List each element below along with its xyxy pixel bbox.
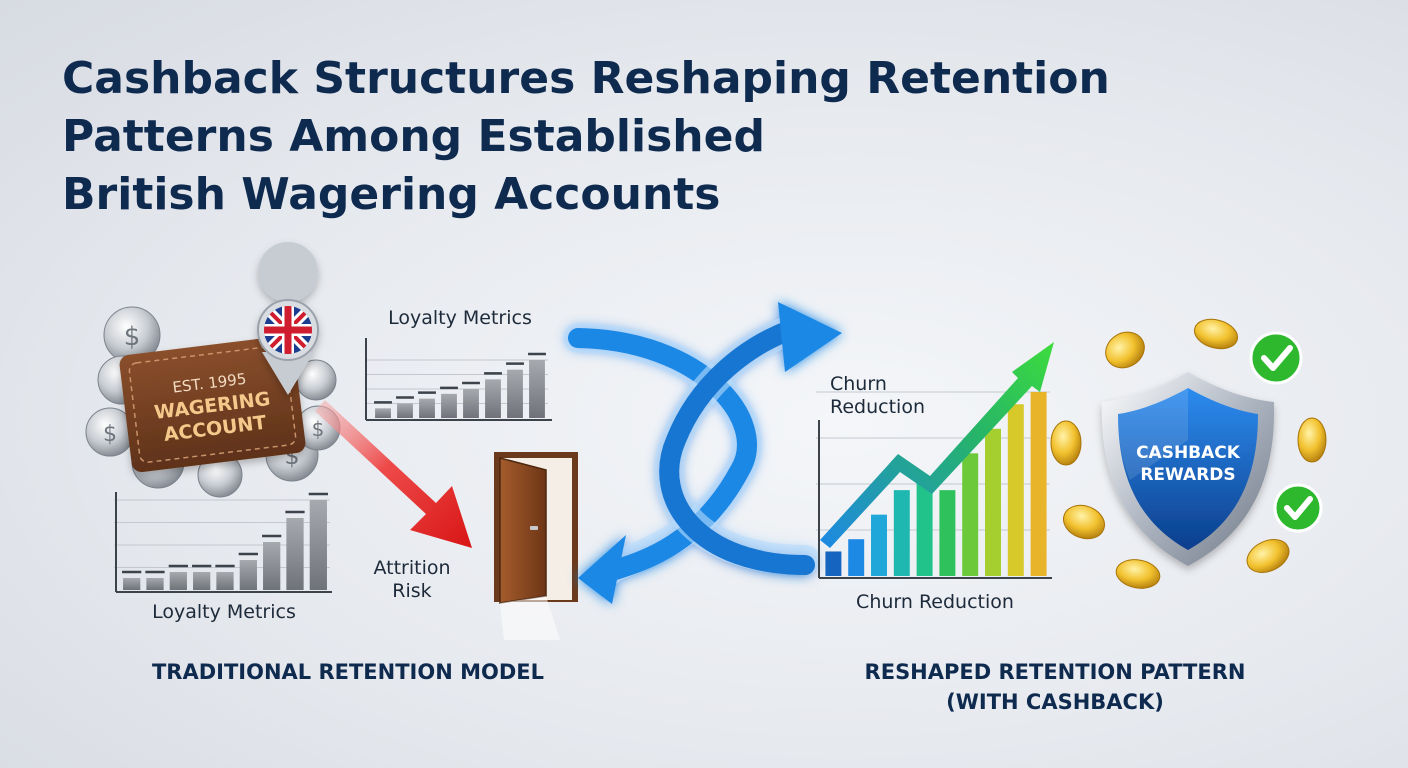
growth-trend-arrow bbox=[820, 342, 1054, 548]
bar bbox=[529, 360, 545, 418]
loyalty-metrics-chart-bottom bbox=[114, 492, 332, 593]
cycle-arrows bbox=[563, 302, 842, 604]
churn-reduction-label-top-line2: Reduction bbox=[830, 396, 925, 418]
wagering-account-wallet: EST. 1995 WAGERING ACCOUNT bbox=[119, 335, 306, 473]
gold-coin bbox=[1115, 559, 1161, 589]
gold-coin bbox=[1105, 331, 1145, 369]
churn-reduction-chart bbox=[816, 391, 1052, 579]
cycle-arrow-head-left bbox=[578, 535, 626, 604]
traditional-retention-model-label: TRADITIONAL RETENTION MODEL bbox=[151, 660, 545, 684]
bar bbox=[419, 398, 435, 418]
bar bbox=[286, 518, 304, 590]
page-title: Cashback Structures Reshaping Retention … bbox=[62, 50, 1110, 224]
gold-coin bbox=[1246, 539, 1290, 573]
check-icon bbox=[1284, 496, 1313, 520]
gold-coin bbox=[1050, 420, 1082, 466]
bar bbox=[939, 490, 956, 576]
cashback-shield-icon: CASHBACK REWARDS bbox=[1101, 372, 1275, 566]
shield-cashback-label: CASHBACK bbox=[1136, 443, 1241, 463]
attrition-arrow bbox=[315, 400, 472, 548]
shield-rewards-label: REWARDS bbox=[1140, 465, 1235, 485]
gold-coin bbox=[1193, 318, 1239, 350]
title-line-3: British Wagering Accounts bbox=[62, 169, 721, 220]
chart-title-loyalty-top: Loyalty Metrics bbox=[388, 307, 532, 329]
bar bbox=[1007, 404, 1024, 576]
title-line-1: Cashback Structures Reshaping Retention bbox=[62, 53, 1110, 104]
bar bbox=[507, 369, 523, 418]
bar bbox=[871, 514, 887, 576]
check-badge-bottom bbox=[1273, 483, 1323, 533]
svg-text:$: $ bbox=[124, 322, 141, 352]
bar bbox=[193, 572, 211, 590]
bar bbox=[216, 572, 234, 590]
bar bbox=[239, 560, 257, 590]
reshaped-label-line1: RESHAPED RETENTION PATTERN bbox=[864, 660, 1246, 684]
loyalty-metrics-chart-top bbox=[365, 338, 552, 421]
bar bbox=[848, 539, 865, 576]
bar bbox=[441, 393, 457, 418]
attrition-risk-label-line2: Risk bbox=[392, 580, 431, 602]
bar bbox=[146, 578, 164, 590]
check-badge-top bbox=[1249, 331, 1303, 385]
gold-coin bbox=[1063, 504, 1105, 540]
reshaped-retention-pattern-label: RESHAPED RETENTION PATTERN (WITH CASHBAC… bbox=[805, 657, 1305, 717]
title-line-2: Patterns Among Established bbox=[62, 111, 765, 162]
bar bbox=[485, 379, 501, 418]
svg-text:$: $ bbox=[312, 417, 325, 441]
churn-reduction-axis-label: Churn Reduction bbox=[856, 591, 1014, 613]
check-icon bbox=[1261, 345, 1293, 371]
gold-coin bbox=[1297, 417, 1327, 463]
bar bbox=[962, 453, 979, 576]
bar bbox=[263, 542, 281, 590]
exit-door-icon bbox=[494, 452, 578, 640]
bar bbox=[893, 490, 910, 576]
reshaped-label-line2: (WITH CASHBACK) bbox=[946, 690, 1164, 714]
churn-reduction-label-top-line1: Churn bbox=[830, 373, 887, 395]
bar bbox=[463, 389, 479, 418]
cycle-arrow-head-right bbox=[778, 302, 842, 372]
bar bbox=[397, 403, 413, 418]
bar bbox=[123, 578, 141, 590]
bar bbox=[309, 500, 327, 590]
bar bbox=[375, 408, 391, 418]
svg-text:$: $ bbox=[103, 422, 117, 447]
bar bbox=[825, 551, 842, 576]
bar bbox=[916, 477, 933, 576]
uk-flag-pin bbox=[257, 242, 319, 395]
bar bbox=[985, 428, 1001, 576]
chart-title-loyalty-bottom: Loyalty Metrics bbox=[152, 601, 296, 623]
bar bbox=[169, 572, 187, 590]
bar bbox=[1030, 392, 1047, 576]
gold-coin-ring bbox=[1050, 318, 1327, 589]
attrition-risk-label-line1: Attrition bbox=[373, 557, 450, 579]
